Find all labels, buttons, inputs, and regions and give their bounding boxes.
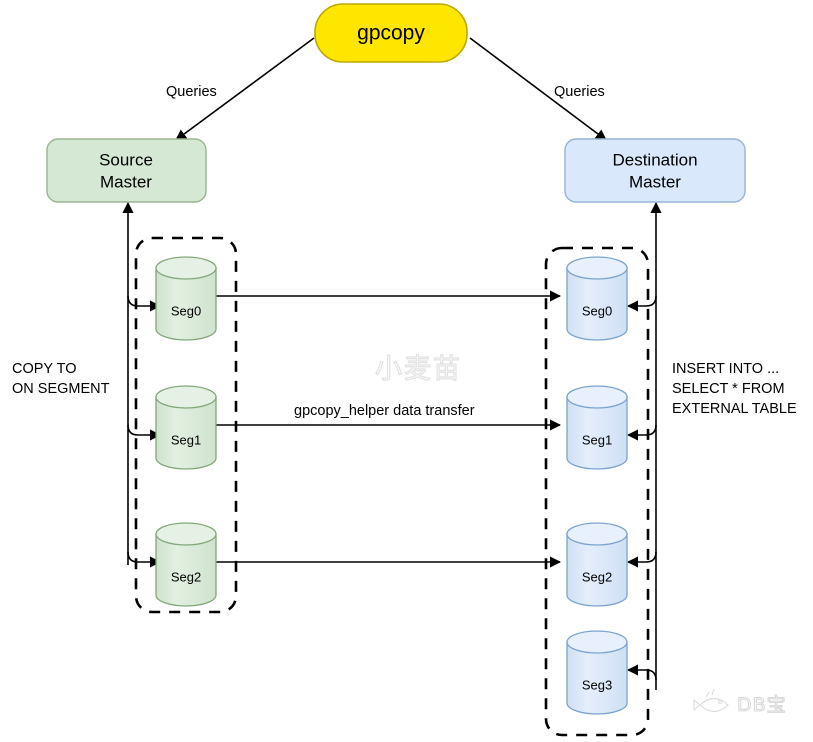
destination-master-shape (564, 138, 746, 203)
data-transfer-label: gpcopy_helper data transfer (294, 403, 475, 419)
source-seg0-body (155, 267, 217, 341)
source-seg2-label: Seg2 (171, 569, 201, 584)
source-seg1-top (155, 385, 217, 409)
copy-to-annotation-line2: ON SEGMENT (12, 381, 110, 397)
source-master-label-line2: Master (100, 172, 152, 191)
destination-segment-seg1[interactable]: Seg1 (566, 385, 628, 470)
destination-segment-seg2[interactable]: Seg2 (566, 522, 628, 607)
source-seg2-top (155, 522, 217, 546)
corner-watermark: DB宝 (693, 688, 787, 717)
source-seg0-top (155, 256, 217, 280)
insert-into-annotation-line3: EXTERNAL TABLE (672, 401, 797, 417)
source-seg0-label: Seg0 (171, 303, 201, 318)
gpcopy-node-shape (314, 3, 468, 63)
destination-seg2-top (566, 522, 628, 546)
gpcopy-node[interactable]: gpcopy (314, 3, 468, 63)
destination-branch-seg1 (626, 424, 657, 441)
destination-segment-seg3[interactable]: Seg3 (566, 630, 628, 715)
source-segment-seg2[interactable]: Seg2 (155, 522, 217, 607)
destination-segment-group-outline (544, 246, 650, 737)
queries-arrow-left (175, 37, 315, 141)
destination-seg1-label: Seg1 (582, 432, 612, 447)
source-branch-seg1 (127, 424, 162, 441)
source-master-node[interactable]: Source Master (46, 138, 207, 203)
destination-master-label-line2: Master (629, 172, 681, 191)
destination-seg3-top (566, 630, 628, 654)
source-segment-seg0[interactable]: Seg0 (155, 256, 217, 341)
source-seg1-label: Seg1 (171, 432, 201, 447)
destination-seg2-body (566, 533, 628, 607)
destination-seg0-body (566, 267, 628, 341)
destination-seg3-label: Seg3 (582, 677, 612, 692)
queries-arrow-right (469, 37, 607, 141)
destination-segment-seg0[interactable]: Seg0 (566, 256, 628, 341)
queries-label-right: Queries (554, 84, 605, 100)
source-master-shape (46, 138, 207, 203)
destination-seg2-label: Seg2 (582, 569, 612, 584)
destination-master-node[interactable]: Destination Master (564, 138, 746, 203)
destination-seg1-top (566, 385, 628, 409)
center-watermark: 小麦苗 (375, 354, 462, 385)
source-seg2-body (155, 533, 217, 607)
copy-to-annotation-line1: COPY TO (12, 361, 76, 377)
source-branch-seg2 (127, 551, 162, 568)
insert-into-annotation-line2: SELECT * FROM (672, 381, 785, 397)
corner-watermark-label: DB宝 (737, 694, 787, 716)
destination-seg1-body (566, 396, 628, 470)
queries-label-left: Queries (166, 84, 217, 100)
destination-seg3-body (566, 641, 628, 715)
destination-branch-seg2 (626, 551, 657, 568)
insert-into-annotation-line1: INSERT INTO ... (672, 361, 779, 377)
source-branch-seg0 (127, 295, 162, 312)
destination-master-label-line1: Destination (612, 150, 697, 169)
gpcopy-node-label: gpcopy (357, 22, 425, 45)
source-segment-seg1[interactable]: Seg1 (155, 385, 217, 470)
destination-branch-seg3 (626, 664, 657, 681)
source-master-label-line1: Source (99, 150, 153, 169)
destination-seg0-top (566, 256, 628, 280)
source-seg1-body (155, 396, 217, 470)
destination-seg0-label: Seg0 (582, 303, 612, 318)
fish-icon (693, 688, 729, 713)
destination-branch-seg0 (626, 295, 657, 312)
